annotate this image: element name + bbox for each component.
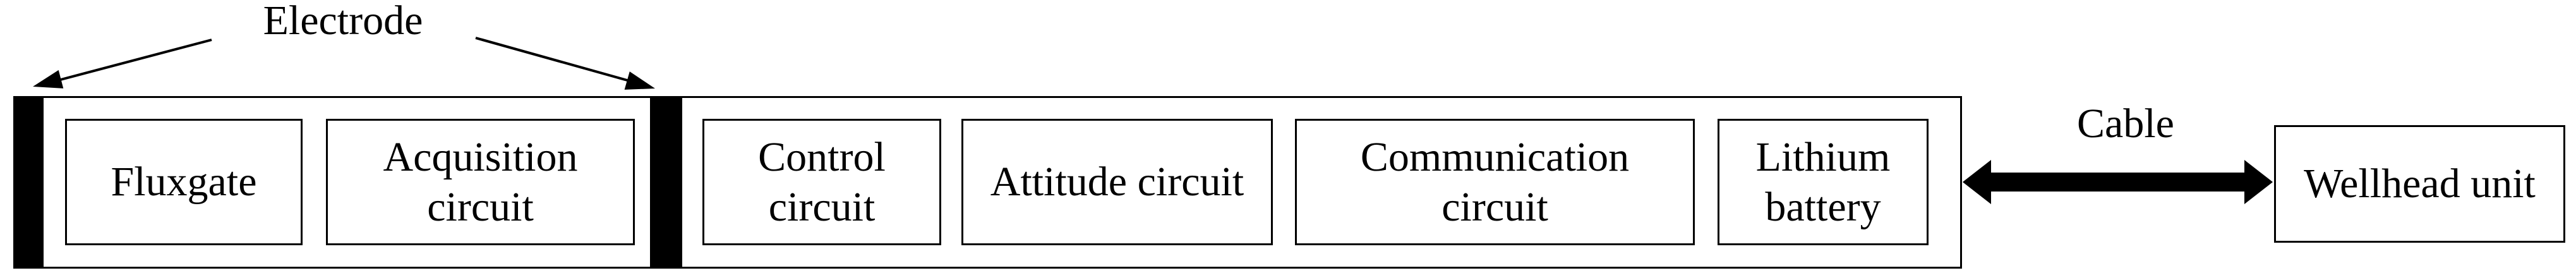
communication-circuit-box: Communication circuit [1295,119,1695,245]
electrode-bar-left [13,96,44,269]
electrode-pointer-left-arrow [33,39,212,88]
lithium-battery-box: Lithium battery [1718,119,1929,245]
attitude-circuit-box: Attitude circuit [961,119,1273,245]
electrode-pointer-right-arrow [475,37,655,90]
wellhead-unit-box: Wellhead unit [2274,125,2565,243]
control-circuit-box: Control circuit [702,119,941,245]
acquisition-circuit-box: Acquisition circuit [326,119,635,245]
fluxgate-box: Fluxgate [65,119,303,245]
cable-double-arrow [1963,160,2273,204]
cable-label: Cable [2077,100,2174,147]
electrode-bar-right [650,96,680,269]
electrode-label: Electrode [263,0,423,44]
